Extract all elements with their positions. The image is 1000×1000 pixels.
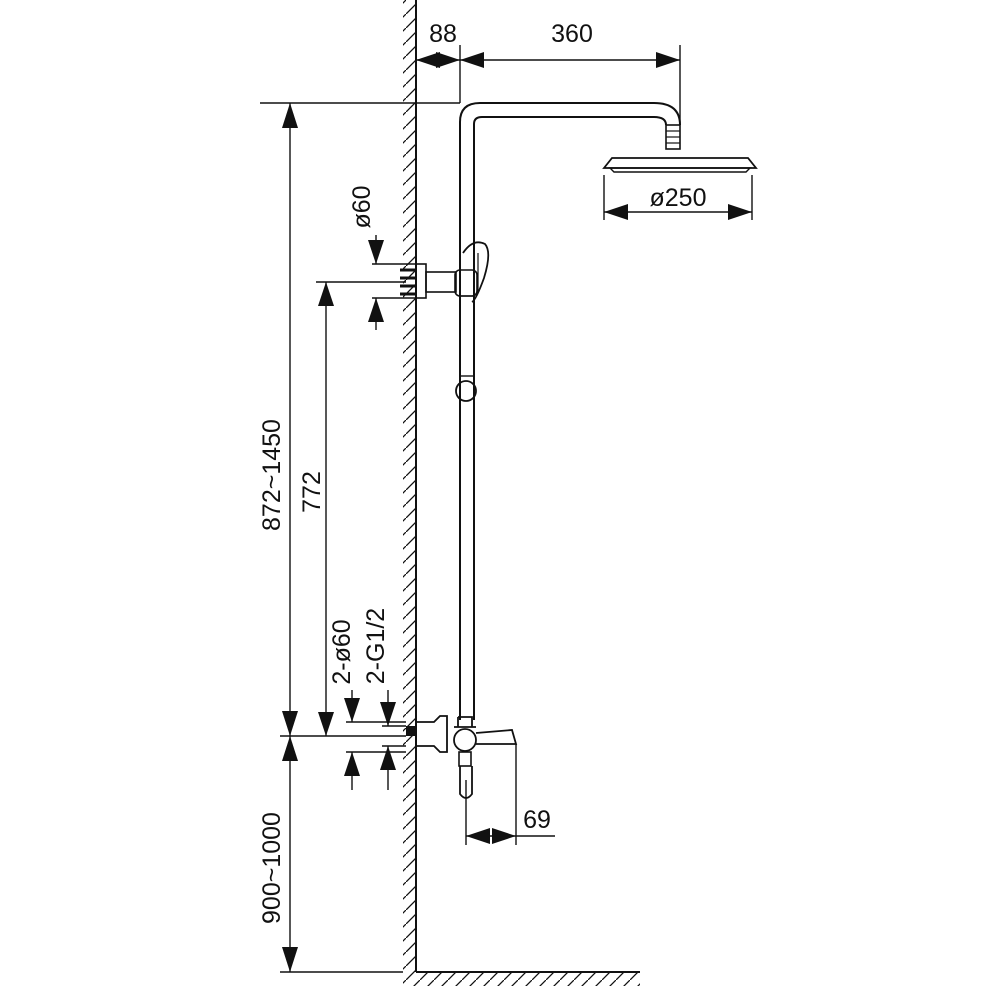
holder-bracket	[400, 268, 416, 296]
dim-holder-flange: ø60	[348, 185, 376, 228]
dim-arm-length: 360	[551, 20, 593, 48]
dim-mixer-height: 900~1000	[258, 812, 286, 924]
dimension-arrows	[282, 52, 752, 972]
dim-rail-height: 772	[298, 471, 326, 513]
wall	[403, 0, 417, 972]
dim-mixer-flange: 2-ø60	[328, 619, 356, 684]
floor	[403, 971, 640, 986]
shower-column	[459, 102, 681, 720]
mixer	[406, 715, 518, 799]
dim-spout-length: 69	[523, 806, 551, 834]
shower-head	[602, 124, 758, 173]
dim-head-diameter: ø250	[650, 184, 707, 212]
dim-total-height: 872~1450	[258, 419, 286, 531]
dim-wall-offset: 88	[429, 20, 457, 48]
hand-shower	[415, 241, 490, 402]
dim-mixer-thread: 2-G1/2	[362, 608, 390, 684]
